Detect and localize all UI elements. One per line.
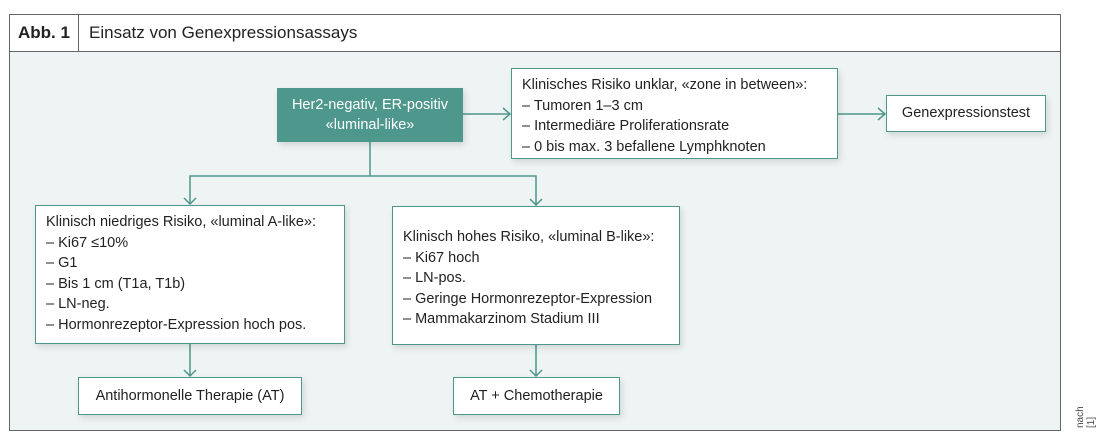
list-item: – Mammakarzinom Stadium III [403,311,600,327]
list-item: – Geringe Hormonrezeptor-Expression [403,290,653,307]
figure-header: Abb. 1 Einsatz von Genexpressionsassays [10,15,1060,52]
node-title: Klinisches Risiko unklar, «zone in betwe… [522,77,808,93]
list-item: – LN-neg. [46,296,110,312]
list-item: – LN-pos. [403,270,466,286]
figure-number: Abb. 1 [10,15,79,51]
node-start: Her2-negativ, ER-positiv «luminal-like» [277,88,463,142]
node-therapy-low: Antihormonelle Therapie (AT) [78,377,302,415]
list-item: – Ki67 ≤10% [46,234,129,251]
node-unclear-risk: Klinisches Risiko unklar, «zone in betwe… [511,68,838,159]
node-label: AT + Chemotherapie [470,387,603,404]
node-high-risk: Klinisch hohes Risiko, «luminal B-like»:… [392,206,680,345]
node-title: Klinisch hohes Risiko, «luminal B-like»: [403,229,655,245]
node-start-line: «luminal-like» [325,117,415,133]
node-gene-test: Genexpressionstest [886,95,1046,132]
node-therapy-high: AT + Chemotherapie [453,377,620,415]
node-title: Klinisch niedriges Risiko, «luminal A-li… [46,214,316,230]
figure-title: Einsatz von Genexpressionsassays [89,23,358,42]
node-label: Genexpressionstest [901,105,1031,122]
list-item: – Hormonrezeptor-Expression hoch pos. [46,316,307,333]
list-item: – Bis 1 cm (T1a, T1b) [46,275,186,292]
list-item: – G1 [46,255,78,271]
list-item: – Ki67 hoch [403,249,480,266]
list-item: – Tumoren 1–3 cm [522,97,643,114]
node-label: Antihormonelle Therapie (AT) [95,387,285,404]
list-item: – Intermediäre Proliferationsrate [522,118,730,134]
node-start-line: Her2-negativ, ER-positiv [291,96,449,113]
source-note: nach [1] [1075,406,1097,428]
node-low-risk: Klinisch niedriges Risiko, «luminal A-li… [35,205,345,344]
list-item: – 0 bis max. 3 befallene Lymphknoten [522,138,766,155]
